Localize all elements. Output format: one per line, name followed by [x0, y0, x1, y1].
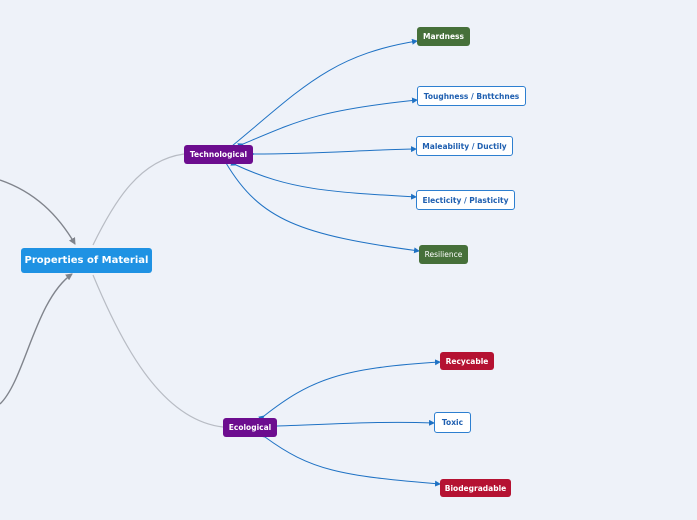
subtopic-toughness[interactable]: Toughness / Bnttchnes: [417, 86, 526, 106]
central-topic[interactable]: Properties of Material: [21, 248, 152, 273]
link-mardness: [226, 38, 418, 152]
link-toughness: [237, 97, 418, 149]
subtopic-recycable[interactable]: Recycable: [440, 352, 494, 370]
subtopic-maleability[interactable]: Maleability / Ductily: [416, 136, 513, 156]
link-toxic: [271, 419, 435, 430]
incoming-link-top: [0, 179, 76, 245]
subtopic-biodegradable[interactable]: Biodegradable: [440, 479, 511, 497]
link-electicity: [230, 160, 417, 200]
link-resilience: [220, 157, 420, 254]
incoming-link-bottom: [0, 273, 73, 405]
subtopic-toxic[interactable]: Toxic: [434, 412, 471, 433]
topic-ecological[interactable]: Ecological: [223, 418, 277, 437]
trunk-technological: [92, 153, 185, 246]
topic-technological[interactable]: Technological: [184, 145, 253, 164]
subtopic-electicity[interactable]: Electicity / Plasticity: [416, 190, 515, 210]
subtopic-resilience[interactable]: Resilience: [419, 245, 468, 264]
link-biodegradable: [259, 431, 441, 487]
subtopic-mardness[interactable]: Mardness: [417, 27, 470, 46]
link-recycable: [258, 359, 441, 422]
trunk-ecological: [92, 274, 224, 428]
link-maleability: [248, 146, 417, 158]
